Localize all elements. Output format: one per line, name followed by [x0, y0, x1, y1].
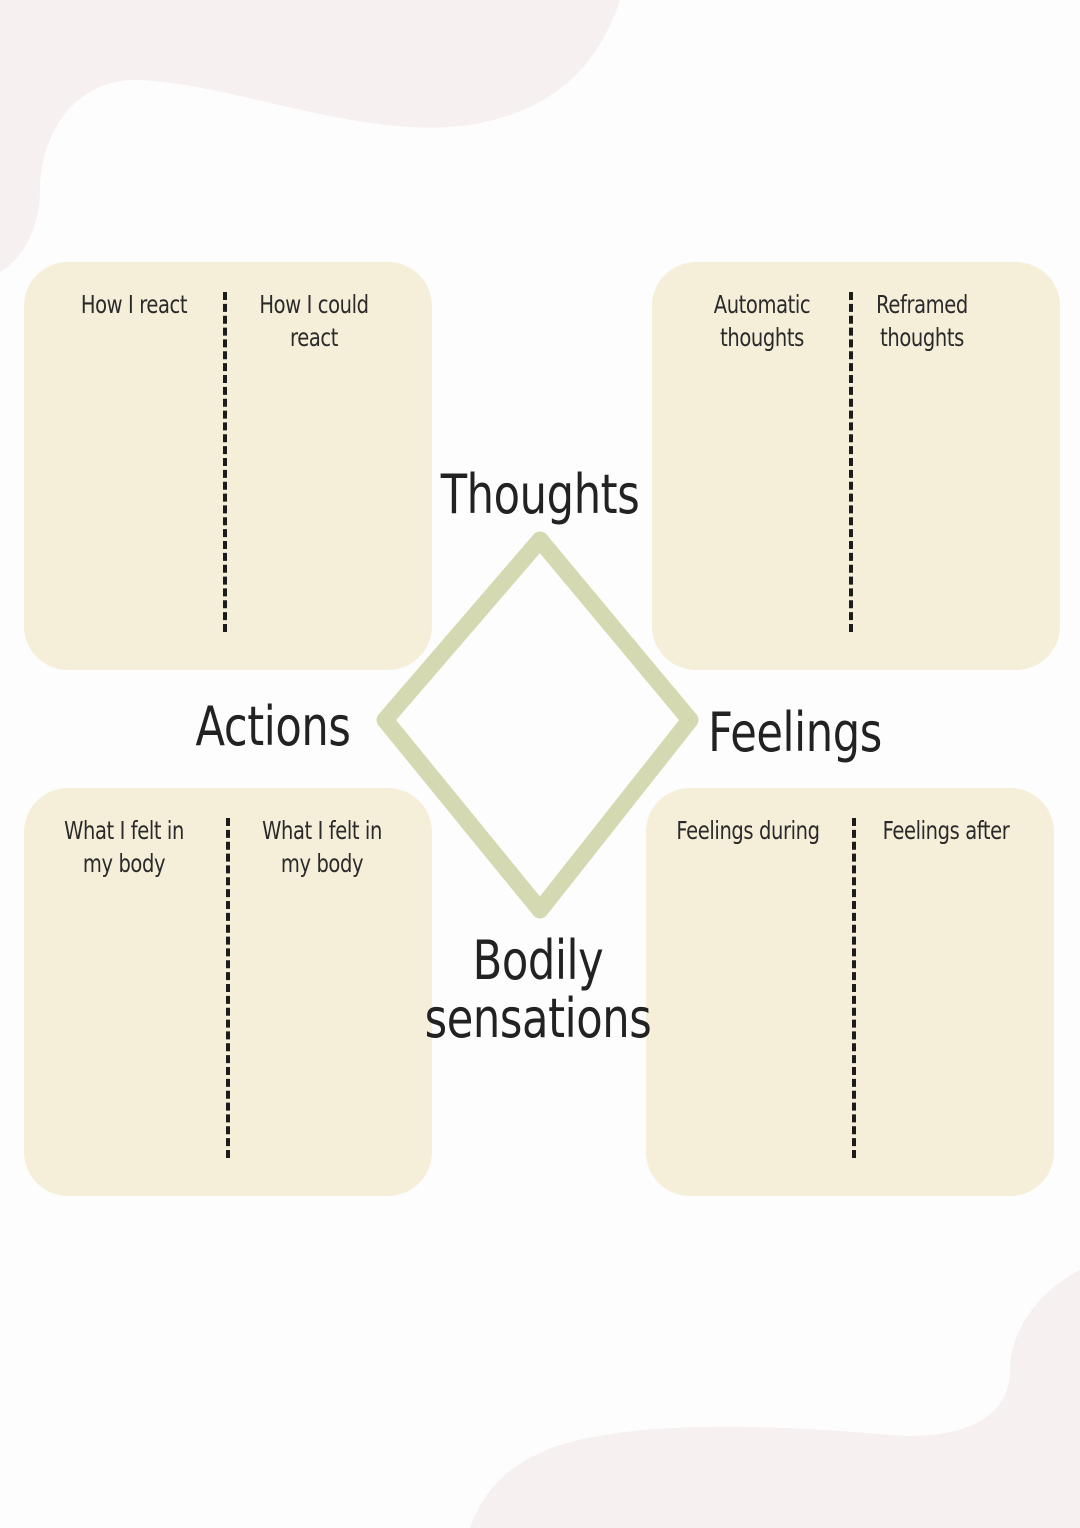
col-label-how-i-could-react: How I could react — [259, 290, 369, 352]
diamond-outline — [376, 531, 699, 919]
col-label-feelings-during: Feelings during — [676, 816, 820, 845]
dashed-divider — [849, 292, 853, 632]
col-label-how-i-react: How I react — [80, 290, 188, 319]
label-thoughts: Thoughts — [440, 463, 640, 526]
col-label-what-i-felt-right: What I felt in my body — [262, 816, 382, 878]
card-thoughts: Automatic thoughts Reframed thoughts — [652, 262, 1060, 670]
dashed-divider — [226, 818, 230, 1158]
col-label-what-i-felt-left: What I felt in my body — [64, 816, 184, 878]
col-label-feelings-after: Feelings after — [882, 816, 1010, 845]
card-bodily-sensations: What I felt in my body What I felt in my… — [24, 788, 432, 1196]
label-actions: Actions — [195, 695, 351, 758]
col-label-reframed-thoughts: Reframed thoughts — [876, 290, 968, 352]
dashed-divider — [852, 818, 856, 1158]
card-actions: How I react How I could react — [24, 262, 432, 670]
dashed-divider — [223, 292, 227, 632]
label-bodily-sensations: Bodily sensations — [424, 929, 652, 1050]
card-feelings: Feelings during Feelings after — [646, 788, 1054, 1196]
label-feelings: Feelings — [708, 701, 882, 764]
col-label-automatic-thoughts: Automatic thoughts — [713, 290, 811, 352]
